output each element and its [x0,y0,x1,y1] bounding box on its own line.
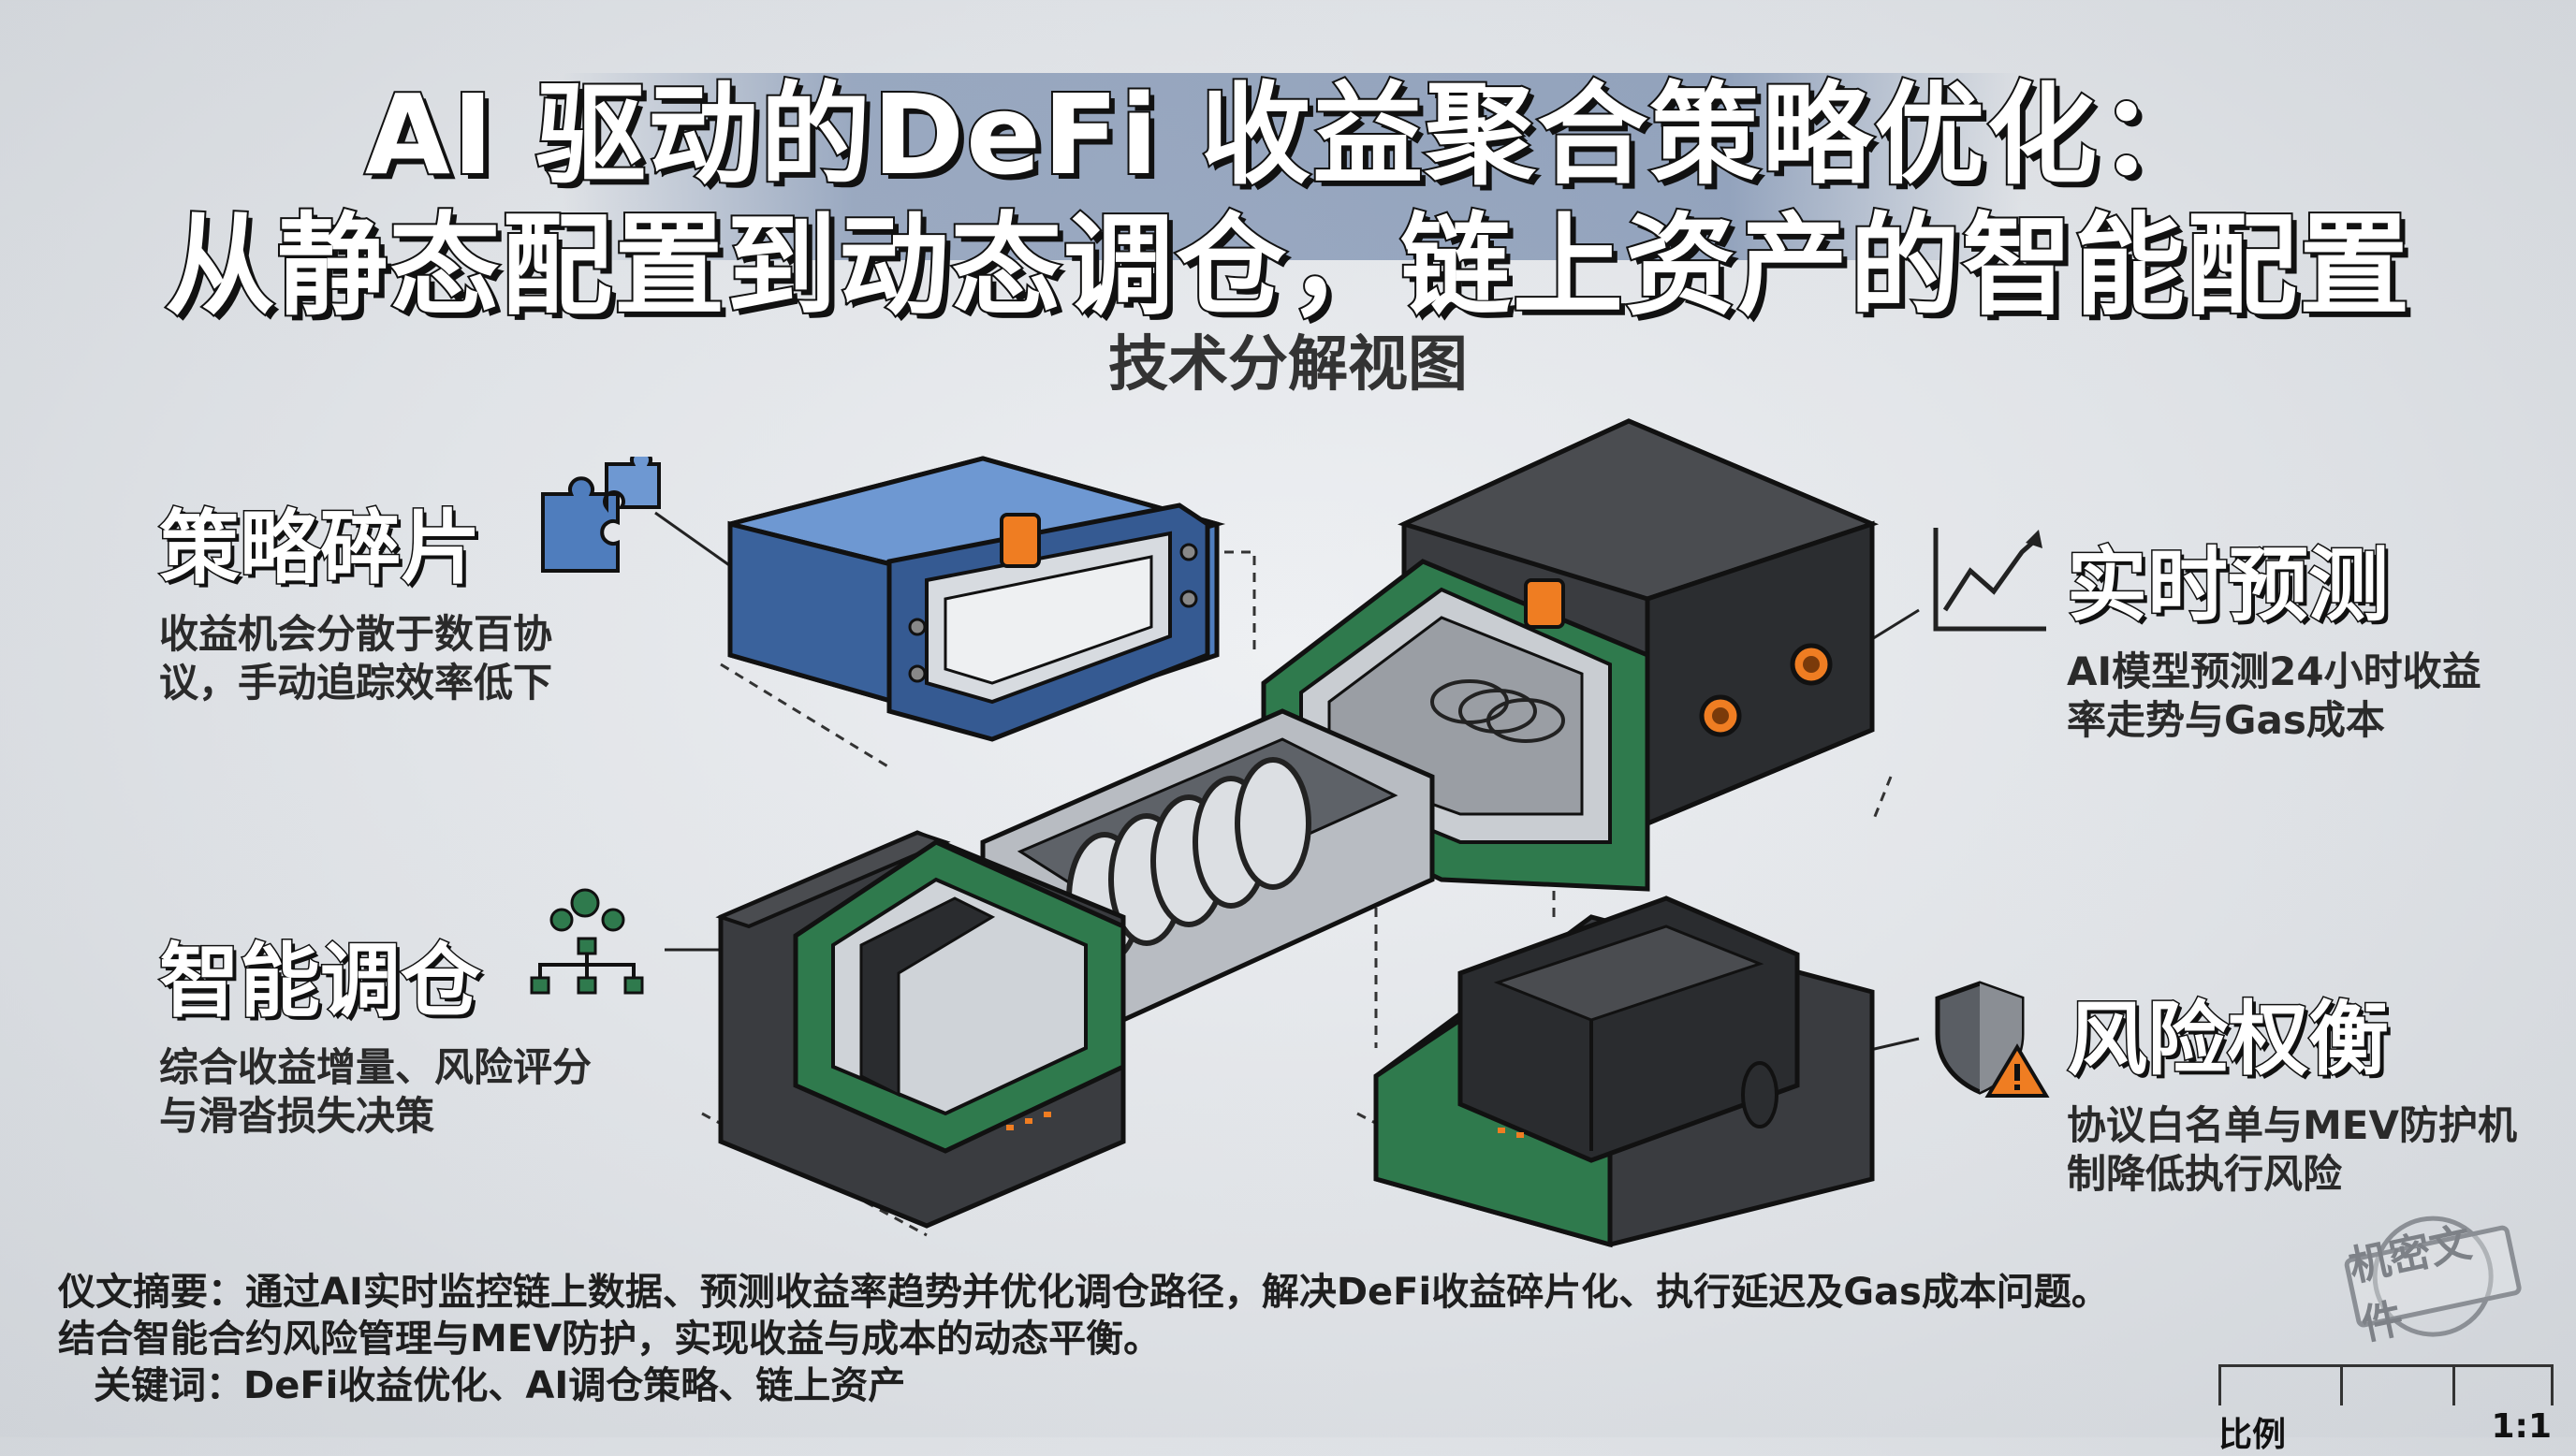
abstract-line: 仪文摘要：通过AI实时监控链上数据、预测收益率趋势并优化调仓路径，解决DeFi收… [58,1271,2109,1314]
callout-risk-balance: 风险权衡 协议白名单与MEV防护机 制降低执行风险 [2066,973,2518,1199]
desc-line: 率走势与Gas成本 [2067,697,2385,743]
desc-line: 制降低执行风险 [2067,1151,2343,1197]
dark-risk-module [1373,895,1875,1248]
gears-network-icon [530,888,644,995]
callout-heading: 风险权衡 [2066,992,2391,1088]
scale-value: 1:1 [2491,1407,2553,1446]
blue-strategy-module [727,456,1226,742]
dark-rebalance-module [715,830,1126,1229]
main-title-line-2: 从静态配置到动态调仓，链上资产的智能配置 [163,199,2411,332]
confidential-stamp: 机密文件 [2329,1197,2539,1364]
callout-description: 收益机会分散于数百协 议，手动追踪效率低下 [159,610,552,707]
desc-line: 与滑沓损失决策 [159,1093,435,1139]
callout-smart-rebalance: 智能调仓 综合收益增量、风险评分 与滑沓损失决策 [157,915,592,1141]
callout-description: 协议白名单与MEV防护机 制降低执行风险 [2067,1101,2517,1199]
callout-heading: 智能调仓 [157,934,482,1030]
desc-line: 收益机会分散于数百协 [159,611,553,657]
abstract-line: 结合智能合约风险管理与MEV防护，实现收益与成本的动态平衡。 [58,1318,1162,1361]
line-chart-icon [1933,528,2046,632]
desc-line: AI模型预测24小时收益 [2067,648,2481,694]
callout-description: AI模型预测24小时收益 率走势与Gas成本 [2067,648,2481,745]
shield-warning-icon [1935,981,2050,1098]
scale-bar: 比例 1:1 [2218,1364,2555,1454]
desc-line: 协议白名单与MEV防护机 [2067,1102,2517,1148]
callout-realtime-prediction: 实时预测 AI模型预测24小时收益 率走势与Gas成本 [2066,519,2481,745]
stamp-text: 机密文件 [2343,1218,2524,1349]
subtitle: 技术分解视图 [1108,330,1468,400]
title-highlight-band [562,73,2022,260]
puzzle-icon [541,457,661,573]
callout-strategy-fragment: 策略碎片 收益机会分散于数百协 议，手动追踪效率低下 [157,482,552,707]
callout-description: 综合收益增量、风险评分 与滑沓损失决策 [159,1043,592,1141]
scale-label: 比例 [2218,1416,2287,1454]
main-title-line-1: AI 驱动的DeFi 收益聚合策略优化： [363,68,2212,201]
abstract-block: 仪文摘要：通过AI实时监控链上数据、预测收益率趋势并优化调仓路径，解决DeFi收… [58,1269,2211,1409]
desc-line: 议，手动追踪效率低下 [159,660,553,706]
callout-heading: 策略碎片 [157,501,482,597]
callout-heading: 实时预测 [2066,538,2391,634]
desc-line: 综合收益增量、风险评分 [159,1044,593,1090]
keywords-line: 关键词：DeFi收益优化、AI调仓策略、链上资产 [94,1364,906,1407]
